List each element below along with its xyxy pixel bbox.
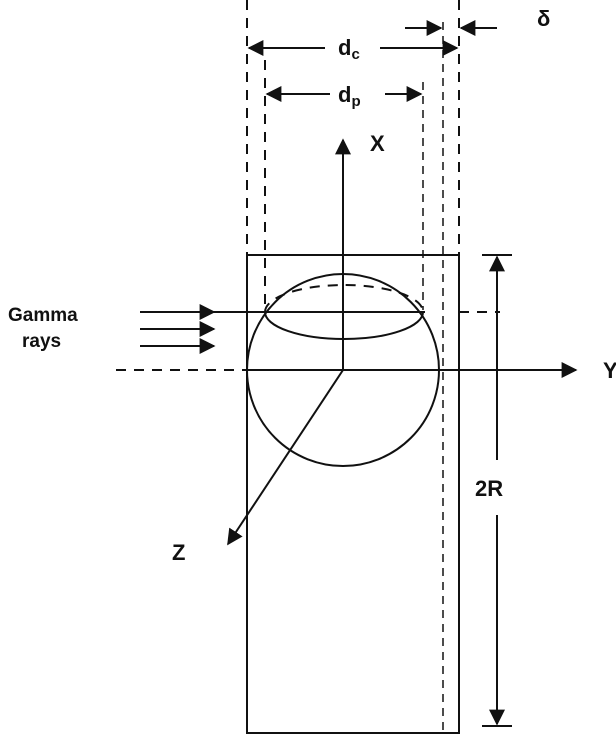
sphere <box>246 273 440 467</box>
z-axis-label: Z <box>172 540 185 565</box>
dc-label: dc <box>338 35 360 63</box>
gamma-label-line1: Gamma <box>8 305 78 326</box>
dp-label: dp <box>338 82 361 110</box>
x-axis-label: X <box>370 131 385 156</box>
container-rectangle <box>246 254 460 734</box>
z-axis-arrow <box>227 369 344 546</box>
two-r-label: 2R <box>475 476 503 501</box>
y-axis-label: Y <box>603 358 616 383</box>
cap-ellipse-bottom <box>264 311 424 340</box>
gamma-label-line2: rays <box>22 331 61 352</box>
delta-label: δ <box>537 6 550 31</box>
